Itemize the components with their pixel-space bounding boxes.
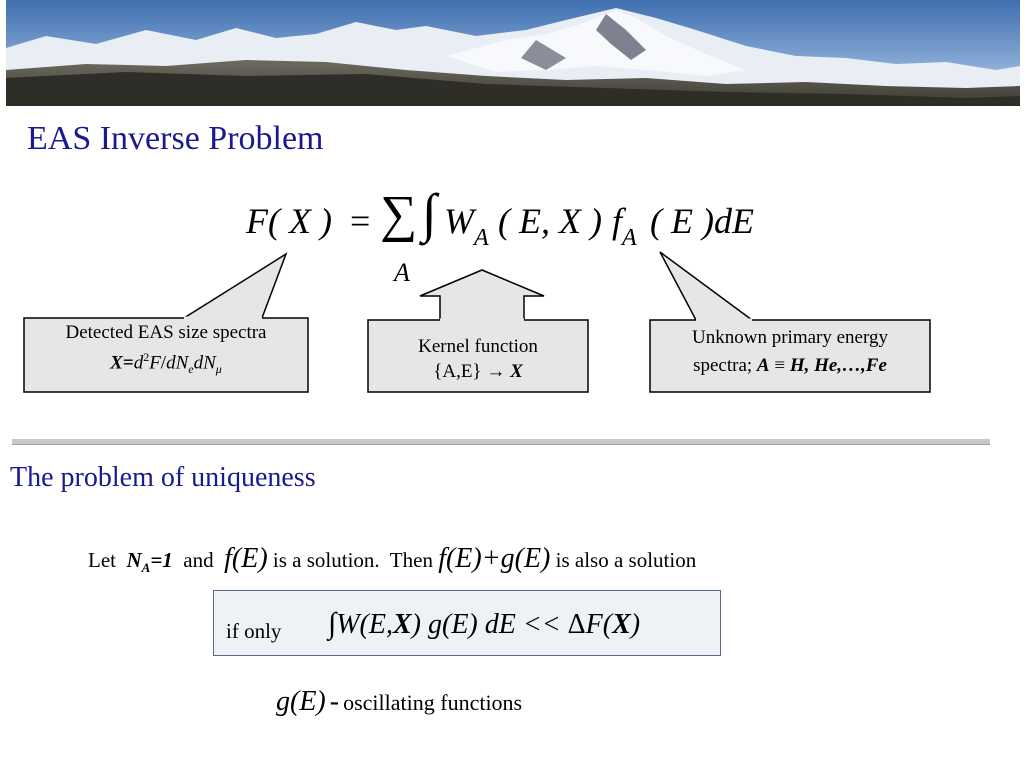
- condition-x: X: [392, 609, 412, 640]
- n-value: =1: [150, 548, 173, 572]
- callout-middle-text: Kernel function {A,E} → X: [368, 334, 588, 384]
- left-sub-mu: μ: [215, 362, 222, 377]
- let-word: Let: [88, 548, 116, 572]
- section-title: The problem of uniqueness: [10, 462, 316, 493]
- left-sup2: 2: [143, 350, 150, 364]
- left-sub-e: e: [188, 362, 194, 377]
- n-subscript: A: [141, 560, 151, 576]
- section-divider: [12, 439, 990, 445]
- n-a-term: NA=1: [126, 548, 173, 576]
- callout-right-shape: [649, 251, 931, 393]
- condition-part-c: F(: [585, 609, 613, 640]
- fe-plus-ge-term: f(E)+g(E): [438, 543, 551, 574]
- left-d: d: [133, 352, 144, 374]
- right-a: A: [756, 355, 770, 376]
- callout-middle-shape: [367, 269, 589, 393]
- right-prefix: spectra;: [693, 355, 757, 376]
- sum-symbol: ∑: [380, 186, 418, 243]
- condition-part-a: W(E,: [336, 609, 393, 640]
- if-only-label: if only: [226, 619, 282, 643]
- left-x: X: [110, 352, 123, 374]
- left-F: F: [149, 352, 161, 374]
- then-word: Then: [389, 548, 433, 572]
- callout-right-line1: Unknown primary energy: [692, 327, 888, 348]
- left-slash: /: [160, 352, 167, 374]
- callout-shapes: [23, 251, 931, 393]
- callout-middle-line2: {A,E} → X: [368, 359, 588, 384]
- condition-part-b: ) g(E) dE <<: [411, 609, 568, 640]
- right-list: H, He,…,Fe: [789, 355, 887, 376]
- formula-w: WA: [444, 196, 489, 251]
- formula-f-args: ( E )dE: [650, 201, 754, 241]
- condition-integral: ∫: [328, 607, 337, 640]
- also-solution-text: is also a solution: [555, 548, 697, 572]
- callout-left-text: Detected EAS size spectra X=d2F/dNedNμ: [24, 320, 308, 382]
- mountain-banner-image: [6, 0, 1020, 106]
- oscillating-text: oscillating functions: [343, 690, 523, 715]
- right-equiv: ≡: [769, 355, 790, 376]
- callout-right-line2: spectra; A ≡ H, He,…,Fe: [650, 352, 930, 380]
- callout-left-line1: Detected EAS size spectra: [65, 322, 267, 343]
- delta-symbol: Δ: [567, 609, 586, 640]
- left-dN: dN: [166, 352, 189, 374]
- formula-equals: =: [350, 201, 371, 241]
- is-solution-text: is a solution.: [272, 548, 380, 572]
- w-subscript: A: [474, 225, 489, 251]
- arrow-right-icon: →: [486, 361, 506, 382]
- condition-expression: ∫W(E,X) g(E) dE << ΔF(X): [328, 607, 640, 641]
- fe-term: f(E): [224, 543, 268, 574]
- middle-x: X: [510, 361, 523, 382]
- w-symbol: W: [444, 201, 474, 241]
- left-eq: =: [122, 352, 134, 374]
- formula-f: fA: [612, 196, 637, 251]
- dash-symbol: -: [329, 686, 340, 717]
- slide-title: EAS Inverse Problem: [27, 120, 324, 157]
- oscillating-line: g(E) - oscillating functions: [276, 686, 522, 718]
- sum-index: A: [394, 258, 410, 287]
- condition-part-d: ): [630, 609, 641, 640]
- left-dN2: dN: [193, 352, 216, 374]
- ge-term: g(E): [276, 686, 326, 717]
- formula-lhs: F( X ): [246, 201, 332, 241]
- and-word: and: [183, 548, 214, 572]
- callout-left-line2: X=d2F/dNedNμ: [24, 345, 308, 382]
- formula-w-args: ( E, X ): [498, 201, 602, 241]
- f-symbol: f: [612, 201, 623, 241]
- integral-symbol: ∫: [422, 183, 437, 243]
- callout-left-shape: [23, 252, 309, 393]
- uniqueness-statement: Let NA=1 and f(E) is a solution. Then f(…: [88, 543, 696, 576]
- main-formula: F( X ) = ∑ A ∫ WA ( E, X ) fA ( E )dE: [246, 186, 786, 287]
- n-symbol: N: [126, 548, 142, 572]
- condition-box: if only ∫W(E,X) g(E) dE << ΔF(X): [213, 590, 721, 656]
- callout-right-text: Unknown primary energy spectra; A ≡ H, H…: [650, 324, 930, 380]
- middle-set: {A,E}: [433, 361, 482, 382]
- f-subscript: A: [622, 225, 637, 251]
- callout-middle-line1: Kernel function: [418, 336, 538, 357]
- condition-x2: X: [612, 609, 631, 640]
